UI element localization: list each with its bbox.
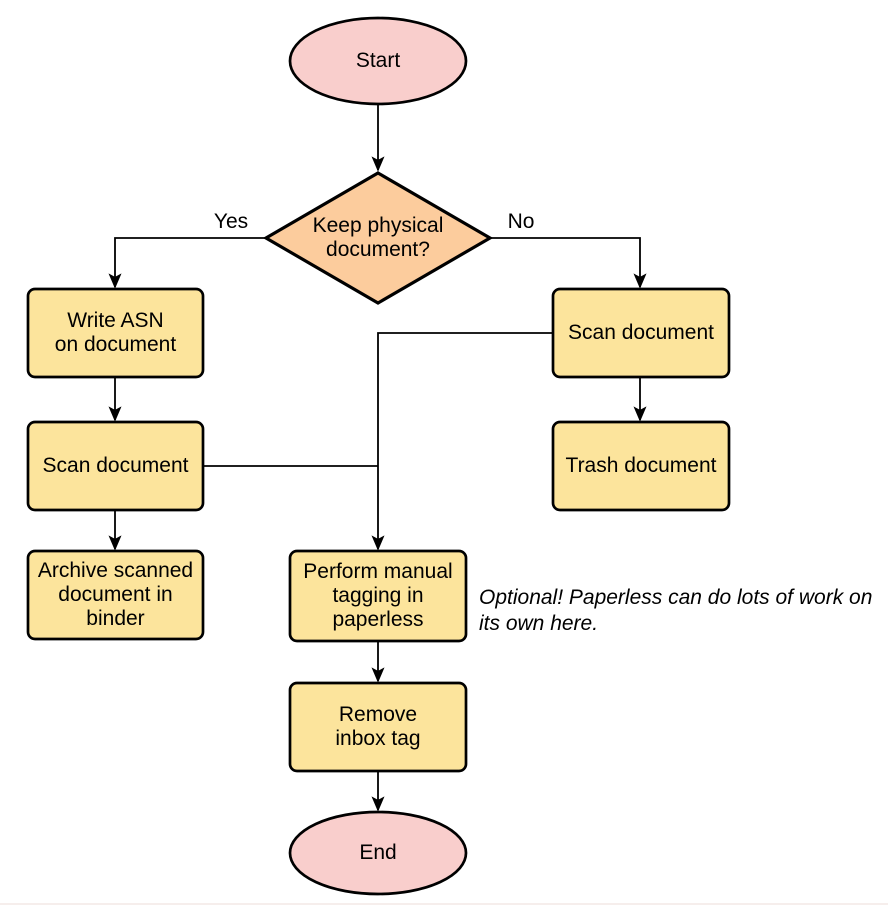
decision-node-label: Keep physical document? [312,214,444,261]
scan-right-node-label: Scan document [568,321,714,344]
shape-layer [26,16,731,896]
archive-node-label: Archive scanned document in binder [37,559,194,630]
scan-right-node-shape [551,287,731,379]
scan-left-node-label: Scan document [42,454,189,477]
trash-node-shape [551,420,731,512]
archive-node-shape [26,549,205,641]
start-node-label: Start [355,49,401,72]
connector-scan-right-to-tagging [378,332,553,549]
trash-node-label: Trash document [565,454,717,477]
start-node-shape [288,16,468,106]
tagging-node-shape [288,549,468,643]
connector-decision-yes-to-write-asn [115,237,266,287]
connector-decision-no-to-scan-right [490,237,640,287]
bottom-divider [0,903,888,905]
edge-label-no: No [507,210,535,233]
connector-layer [115,104,640,810]
remove-tag-node-shape [288,681,468,773]
end-node-shape [288,810,468,896]
optional-note: Optional! Paperless can do lots of work … [479,586,873,635]
scan-left-node-shape [26,420,205,512]
write-asn-node-label: Write ASN on document [54,309,177,356]
remove-tag-node-label: Remove inbox tag [335,703,421,750]
tagging-node-label: Perform manual tagging in paperless [303,560,453,631]
write-asn-node-shape [26,287,205,379]
edge-label-yes: Yes [213,210,249,233]
end-node-label: End [359,841,397,864]
decision-node-shape [262,171,494,305]
